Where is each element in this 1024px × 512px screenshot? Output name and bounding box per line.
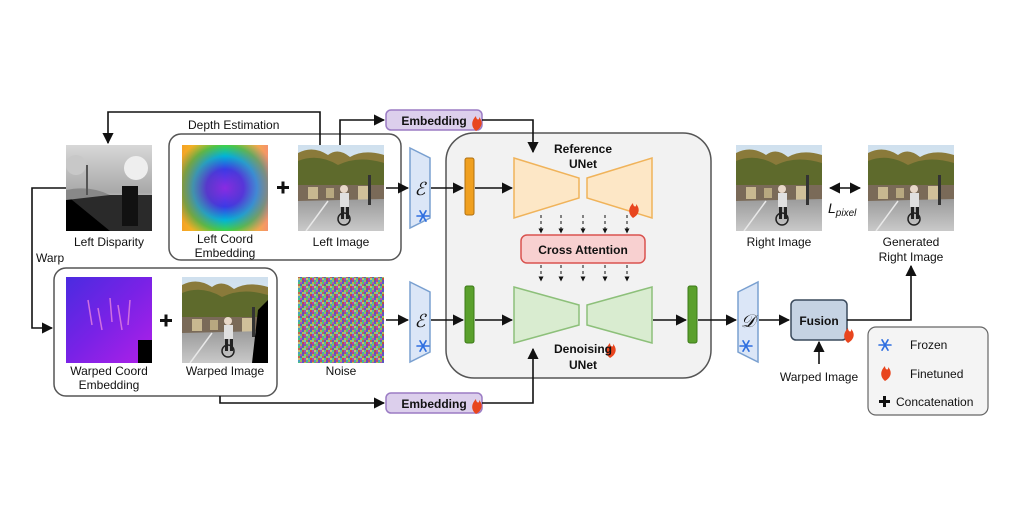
noise-image [298, 277, 384, 363]
snowflake-icon [416, 340, 430, 352]
fusion-warped-image-label: Warped Image [780, 370, 859, 384]
snowflake-icon [416, 210, 430, 222]
flame-icon [472, 399, 482, 414]
concat-plus-icon-bottom [160, 314, 172, 327]
flame-icon [881, 366, 891, 381]
generated-label-1: Generated [883, 235, 940, 249]
connectors [31, 111, 917, 409]
denoising-unet-label-1: Denoising [554, 342, 612, 356]
encoder-symbol-top: ℰ [415, 179, 428, 199]
warp-label: Warp [36, 251, 65, 265]
left-coord-label-2: Embedding [195, 246, 256, 260]
concat-plus-icon-top [277, 181, 289, 194]
generated-label-2: Right Image [879, 250, 944, 264]
left-image [298, 145, 384, 231]
depth-estimation-label: Depth Estimation [188, 118, 279, 132]
fusion-label: Fusion [799, 314, 838, 328]
right-image-label: Right Image [747, 235, 812, 249]
reference-unet-label-1: Reference [554, 142, 612, 156]
encoder-top [409, 146, 431, 230]
warped-coord-embedding-image [66, 277, 152, 363]
legend-frozen-label: Frozen [910, 338, 947, 352]
flame-icon [844, 328, 854, 343]
warped-image [182, 277, 268, 363]
loss-label: Lpixel [828, 200, 857, 219]
warped-coord-label-2: Embedding [79, 378, 140, 392]
embedding-label-bottom: Embedding [401, 397, 466, 411]
noise-label: Noise [326, 364, 357, 378]
encoder-symbol-bottom: ℰ [415, 311, 428, 331]
left-disparity-image [66, 145, 152, 231]
left-image-label: Left Image [313, 235, 370, 249]
plus-icon [879, 396, 890, 407]
right-image [736, 145, 822, 231]
denoising-unet-label-2: UNet [569, 358, 597, 372]
reference-unet [513, 156, 653, 220]
generated-right-image [868, 145, 954, 231]
snowflake-icon [739, 340, 753, 352]
legend-finetuned-label: Finetuned [910, 367, 963, 381]
embedding-label-top: Embedding [401, 114, 466, 128]
decoder-symbol: 𝒟 [741, 311, 759, 331]
output-latent-block [687, 285, 698, 344]
flame-icon [629, 203, 639, 218]
attention-dashed-arrows [538, 215, 630, 282]
noise-latent-block [464, 285, 475, 344]
warped-image-label: Warped Image [186, 364, 265, 378]
left-coord-embedding-image [182, 145, 268, 231]
reference-latent-block [464, 157, 475, 216]
warped-coord-label-1: Warped Coord [70, 364, 148, 378]
reference-unet-label-2: UNet [569, 157, 597, 171]
flame-icon [472, 116, 482, 131]
left-coord-label-1: Left Coord [197, 232, 253, 246]
flame-icon [606, 343, 616, 358]
snowflake-icon [878, 339, 892, 351]
left-disparity-label: Left Disparity [74, 235, 144, 249]
denoising-unet [513, 286, 653, 344]
cross-attention-box [520, 234, 646, 264]
legend-box [867, 326, 989, 416]
legend-concatenation-label: Concatenation [896, 395, 973, 409]
cross-attention-label: Cross Attention [538, 243, 628, 257]
